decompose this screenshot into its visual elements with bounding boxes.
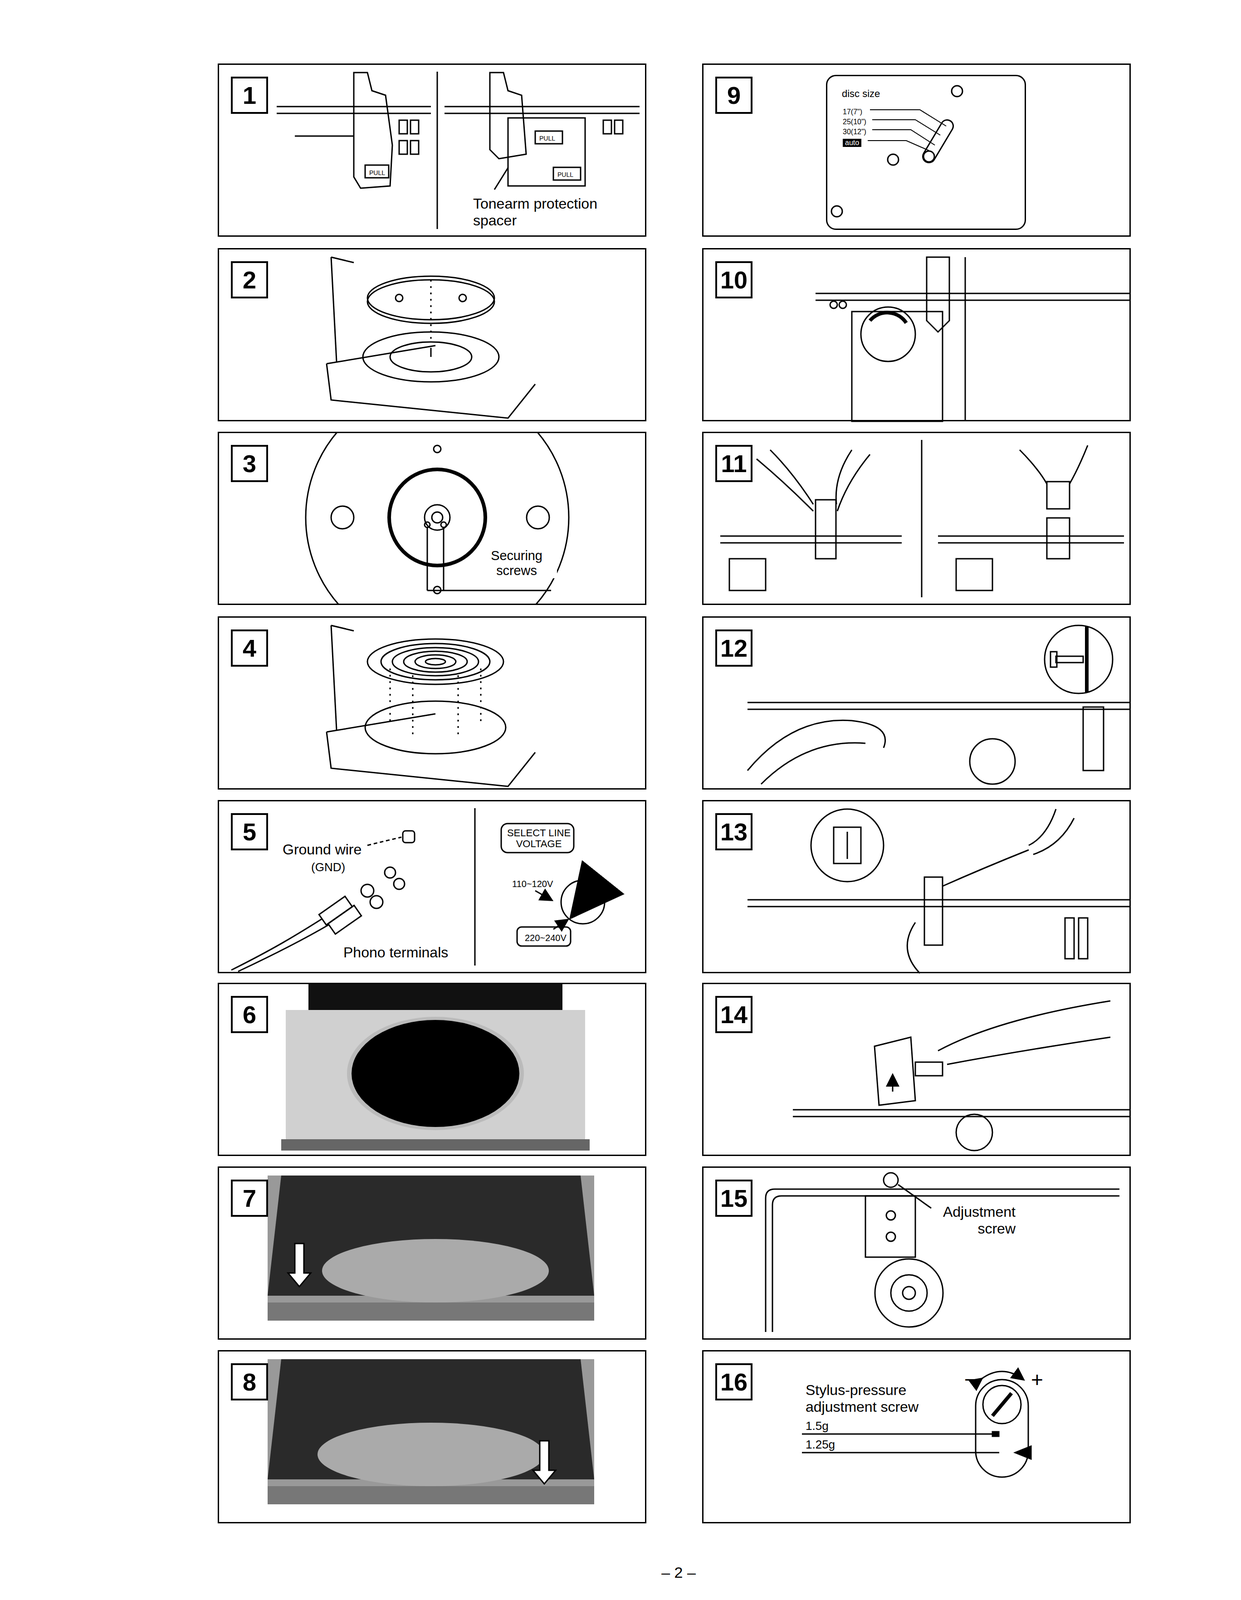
callout-label: Ground wire [282,841,362,859]
scale-label: 1.25g [805,1438,836,1452]
step-panel: 5Ground wire(GND) Phono terminals SELECT L… [217,800,647,974]
callout-label: Tonearm protection spacer [473,195,603,230]
turntable-photo [267,1175,595,1321]
voltage-label: 110~120V [512,879,553,890]
turntable-photo [267,1359,595,1505]
step-number: 11 [715,444,753,483]
hub-figure [305,385,569,650]
callout-label: Adjustment screw [924,1203,1016,1238]
voltage-label: 220~240V [524,933,567,944]
step-panel: 6 [217,982,647,1157]
direction-sign: − [964,1368,977,1393]
step-panel: 8 [217,1350,647,1524]
switch-label: SELECT LINE VOLTAGE [504,827,573,850]
lead-wire-figure [747,809,1131,974]
disc-size-plate: disc size 17(7")25(10")30(12")auto [825,74,1027,230]
scale-label: 1.5g [805,1419,829,1434]
step-number: 3 [230,444,269,483]
callout-label: (GND) [311,860,346,875]
size-label: 30(12") [842,127,867,137]
step-panel: 1PULL PULL PULL Tonearm protection spacer [217,63,647,237]
step-number: 5 [230,813,269,851]
step-number: 2 [230,261,269,299]
step-number: 4 [230,629,269,667]
size-label: 17(7") [842,107,863,117]
step-panel: 13 [702,800,1131,974]
cartridge-screw-figure [747,625,1131,785]
step-panel: 4 [217,616,647,790]
stylus-figure [720,439,1124,598]
step-number: 1 [230,76,269,114]
callout-label: Securing screws [476,548,557,579]
step-number: 8 [230,1363,269,1401]
part-label: PULL [539,134,556,142]
size-label: auto [842,138,862,147]
step-panel: 14 [702,982,1131,1157]
step-panel: 3Securing screws [217,431,647,606]
step-panel: 15Adjustment screw [702,1166,1131,1340]
step-number: 10 [715,261,753,299]
step-panel: 9 disc size 17(7")25(10")30(12")auto [702,63,1131,237]
step-number: 14 [715,996,753,1034]
mat-figure [326,625,536,787]
step-number: 13 [715,813,753,851]
step-number: 9 [715,76,753,114]
arm-height-figure [765,1172,1120,1333]
step-panel: 16Stylus-pressure adjustment screw − +1.5g… [702,1350,1131,1524]
plate-heading: disc size [841,87,880,100]
step-panel: 7 [217,1166,647,1340]
page-number: – 2 – [587,1563,770,1582]
connection-figure [231,808,605,972]
stylus-pressure-dial [801,1371,1031,1478]
platter-figure [326,257,536,419]
part-label: PULL [369,169,386,177]
tonearm-figure [276,71,640,230]
direction-sign: + [1030,1368,1044,1393]
size-label: 25(10") [842,117,867,127]
step-number: 15 [715,1179,753,1217]
step-panel: 11 [702,431,1131,606]
part-label: PULL [557,171,574,179]
step-number: 7 [230,1179,269,1217]
step-panel: 10 [702,248,1131,422]
disc-size-knob [831,85,963,217]
step-panel: 12 [702,616,1131,790]
turntable-photo [281,982,590,1151]
callout-label: Phono terminals [343,944,449,962]
step-number: 12 [715,629,753,667]
callout-label: Stylus-pressure adjustment screw [805,1382,929,1416]
cueing-figure [815,257,1131,422]
cartridge-insert-figure [792,1001,1131,1151]
step-number: 6 [230,996,269,1034]
step-panel: 2 [217,248,647,422]
step-number: 16 [715,1363,753,1401]
